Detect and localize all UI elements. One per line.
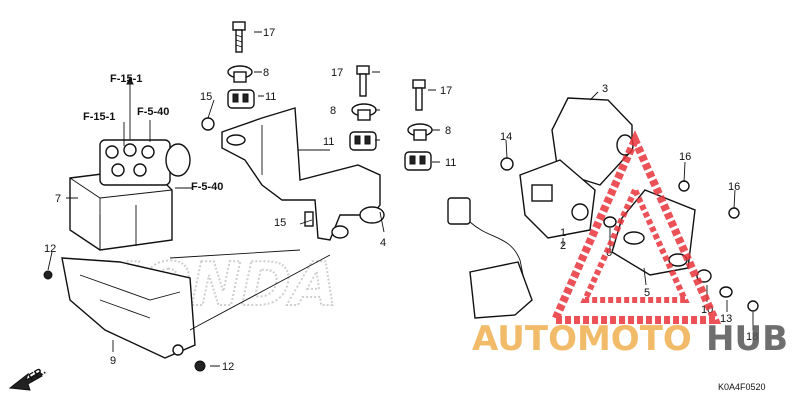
- direction-label: FR.: [27, 365, 48, 384]
- bolt-17-right: [412, 79, 426, 111]
- label-7: 7: [55, 193, 61, 205]
- grommet-11-right: [404, 151, 432, 171]
- label-11-center: 11: [323, 136, 334, 148]
- bolt-18: [747, 300, 759, 312]
- label-5: 5: [644, 287, 650, 299]
- label-17-left: 17: [263, 27, 275, 39]
- label-8-center: 8: [330, 105, 336, 117]
- label-1: 1: [560, 227, 566, 239]
- grommet-11-left: [227, 89, 255, 109]
- abs-modulator-unit: [69, 139, 191, 251]
- grommet-11-center: [349, 131, 377, 151]
- wiring-harness: [447, 197, 533, 319]
- label-9: 9: [110, 355, 116, 367]
- mount-bracket: [611, 189, 696, 276]
- collar-8-right: [407, 123, 433, 141]
- label-15-upper: 15: [200, 91, 212, 103]
- bolt-15-upper: [201, 117, 215, 131]
- label-8-left: 8: [263, 67, 269, 79]
- watermark-logo: AUTOMOTO HUB: [472, 130, 788, 359]
- bolt-12-upper: [43, 270, 53, 280]
- label-11-right: 11: [445, 157, 456, 169]
- ref-label-f-5-40-right: F-5-40: [191, 181, 223, 193]
- label-14: 14: [500, 131, 512, 143]
- label-11-left: 11: [265, 91, 276, 103]
- label-13: 13: [720, 313, 732, 325]
- washer-6: [603, 216, 617, 228]
- ref-label-f-15-1-top: F-15-1: [110, 73, 142, 85]
- abs-cover: [61, 257, 196, 359]
- watermark-brand-part1: AUTOMOTO: [472, 319, 692, 359]
- label-4: 4: [380, 237, 386, 249]
- front-direction-indicator: FR.: [8, 365, 48, 391]
- bolt-16-upper: [678, 180, 690, 192]
- label-18: 18: [746, 331, 758, 343]
- ref-label-f-5-40-top: F-5-40: [137, 106, 169, 118]
- label-2: 2: [560, 240, 566, 252]
- collar-8-left: [227, 65, 253, 83]
- label-17-center: 17: [331, 67, 343, 79]
- bolt-17-left: [232, 21, 246, 53]
- bolt-12-lower: [194, 360, 206, 372]
- label-12-upper: 12: [44, 243, 56, 255]
- label-17-right: 17: [440, 85, 452, 97]
- washer-13: [719, 286, 733, 298]
- watermark-triangle-outer: [548, 130, 722, 324]
- ecu-unit: [551, 97, 634, 186]
- label-16-lower: 16: [728, 181, 740, 193]
- label-16-upper: 16: [679, 151, 691, 163]
- collar-8-center: [351, 103, 377, 121]
- diagram-code: K0A4F0520: [718, 382, 766, 392]
- watermark-triangle-inner: [580, 182, 690, 303]
- label-12-lower: 12: [222, 361, 234, 373]
- watermark-brand-part2: HUB: [706, 319, 788, 359]
- ref-label-f-15-1-left: F-15-1: [83, 111, 115, 123]
- nut-14: [500, 157, 514, 171]
- label-8-right: 8: [445, 125, 451, 137]
- bolt-15-lower: [304, 211, 314, 227]
- bolt-17-center: [356, 65, 370, 97]
- abs-bracket: [221, 107, 385, 241]
- label-3: 3: [602, 83, 608, 95]
- bolt-16-lower: [728, 207, 740, 219]
- sensor-module: [519, 159, 596, 239]
- label-15-lower: 15: [274, 217, 286, 229]
